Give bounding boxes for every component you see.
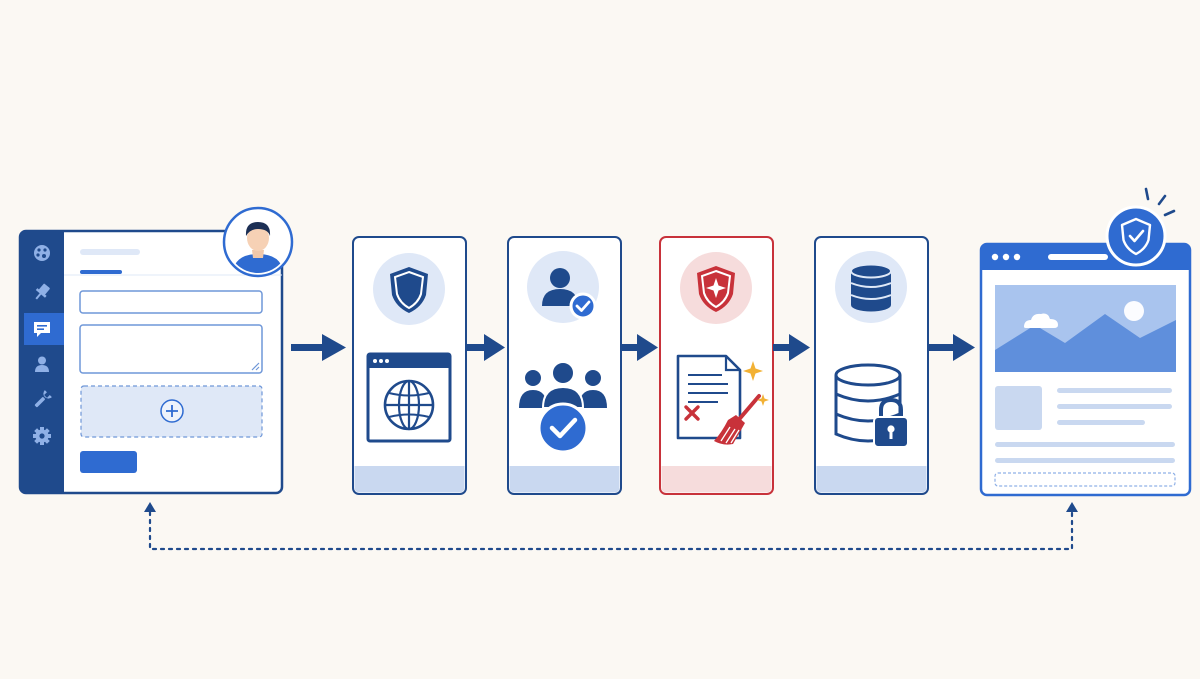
glow-rays-icon (1144, 187, 1176, 217)
sparkle-icon (743, 361, 769, 406)
database-lock-icon (834, 363, 909, 448)
card-footer (354, 466, 465, 493)
palette-icon[interactable] (34, 245, 50, 261)
submit-button[interactable] (80, 451, 137, 473)
broom-icon (714, 394, 761, 445)
arrow-verification-to-sanitization (621, 334, 658, 361)
user-avatar-icon[interactable] (222, 206, 294, 278)
user-icon[interactable] (35, 356, 49, 373)
resize-handle-icon[interactable] (251, 362, 260, 371)
add-icon[interactable] (160, 399, 184, 423)
card-footer (661, 466, 772, 493)
shield-check-icon (1105, 205, 1167, 267)
flow-arrows (291, 334, 975, 361)
tab-indicator (80, 270, 122, 274)
document-reject-icon (676, 354, 742, 440)
comment-icon[interactable] (34, 322, 50, 337)
step-secure-storage-card (814, 236, 929, 495)
image-icon (995, 285, 1176, 372)
arrow-editor-to-firewall (291, 334, 346, 361)
title-placeholder (80, 249, 140, 255)
pin-icon[interactable] (32, 282, 52, 303)
thumbnail-placeholder (995, 386, 1042, 430)
body-textarea[interactable] (79, 324, 263, 374)
step-user-verification-card (507, 236, 622, 495)
step-firewall-card (352, 236, 467, 495)
arrow-sanitization-to-storage (773, 334, 810, 361)
comment-box-placeholder[interactable] (994, 472, 1176, 487)
gear-icon[interactable] (33, 427, 51, 445)
database-icon (835, 251, 907, 323)
card-footer (816, 466, 927, 493)
feedback-loop-arrow (144, 502, 1078, 551)
user-check-icon (527, 251, 599, 323)
url-bar[interactable] (1048, 254, 1108, 260)
title-input[interactable] (79, 290, 263, 314)
admin-sidebar (20, 231, 64, 493)
browser-globe-icon (366, 352, 452, 443)
step-sanitization-card (659, 236, 774, 495)
admin-editor-panel (18, 206, 294, 495)
arrow-firewall-to-verification (467, 334, 505, 361)
shield-alert-icon (680, 252, 752, 324)
arrow-storage-to-site (929, 334, 975, 361)
card-footer (509, 466, 620, 493)
shield-icon (373, 253, 445, 325)
wrench-icon[interactable] (32, 390, 52, 410)
group-check-icon (519, 361, 607, 454)
published-site-window (979, 187, 1192, 497)
